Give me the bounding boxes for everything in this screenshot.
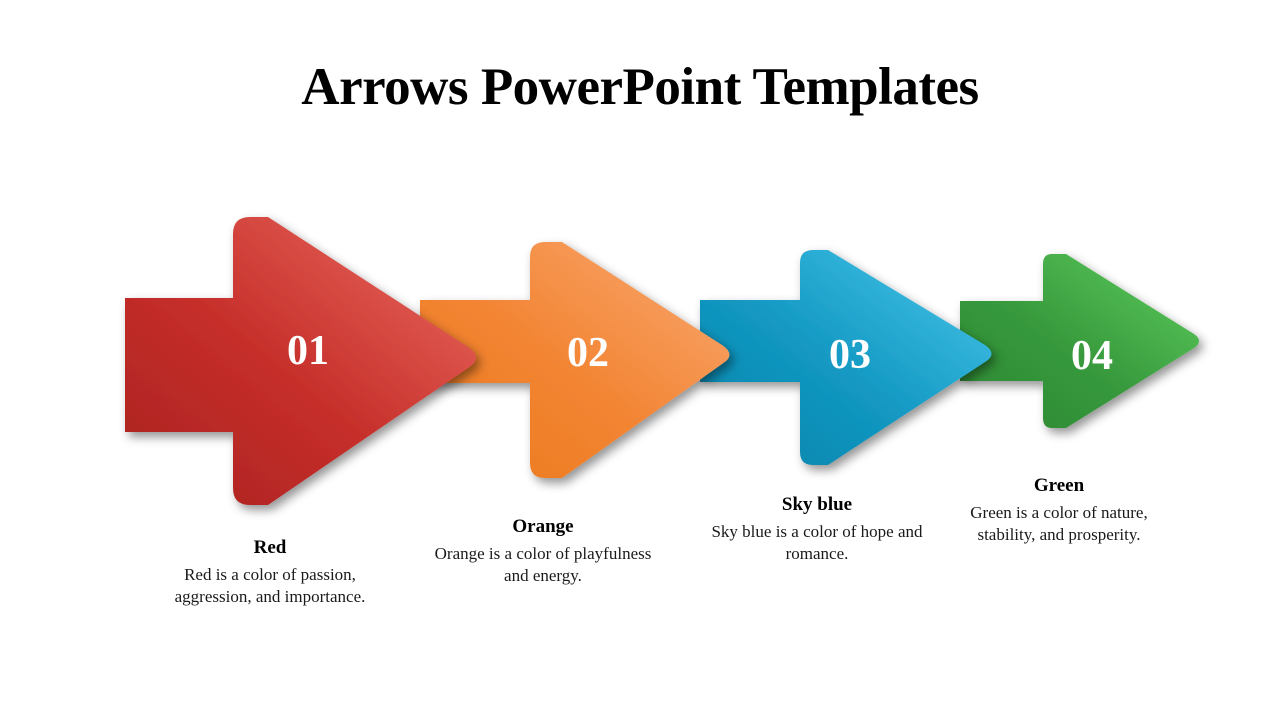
caption-step-2-description: Orange is a color of playfulness and ene… — [434, 543, 652, 585]
arrow-step-3[interactable] — [700, 250, 992, 465]
arrow-step-2[interactable] — [420, 242, 730, 478]
caption-step-3-description: Sky blue is a color of hope and romance. — [711, 521, 923, 563]
caption-step-3: Sky blue Sky blue is a color of hope and… — [706, 493, 928, 564]
caption-step-2: Orange Orange is a color of playfulness … — [432, 515, 654, 586]
page-title: Arrows PowerPoint Templates — [301, 58, 979, 116]
caption-step-1-description: Red is a color of passion, aggression, a… — [174, 564, 366, 606]
caption-step-2-title: Orange — [512, 516, 574, 537]
caption-step-3-title: Sky blue — [781, 494, 853, 515]
caption-step-1-title: Red — [253, 537, 287, 558]
arrow-step-2-number: 02 — [567, 330, 609, 376]
arrow-step-3-number: 03 — [829, 332, 871, 378]
arrow-step-1-number: 01 — [287, 328, 329, 374]
arrow-step-4-number: 04 — [1071, 333, 1113, 379]
caption-step-1: Red Red is a color of passion, aggressio… — [155, 536, 385, 607]
caption-step-4-title: Green — [1033, 475, 1085, 496]
arrow-step-1[interactable] — [125, 217, 476, 505]
arrow-step-4[interactable] — [960, 254, 1199, 428]
caption-step-4: Green Green is a color of nature, stabil… — [958, 474, 1160, 545]
caption-step-4-description: Green is a color of nature, stability, a… — [970, 502, 1148, 544]
